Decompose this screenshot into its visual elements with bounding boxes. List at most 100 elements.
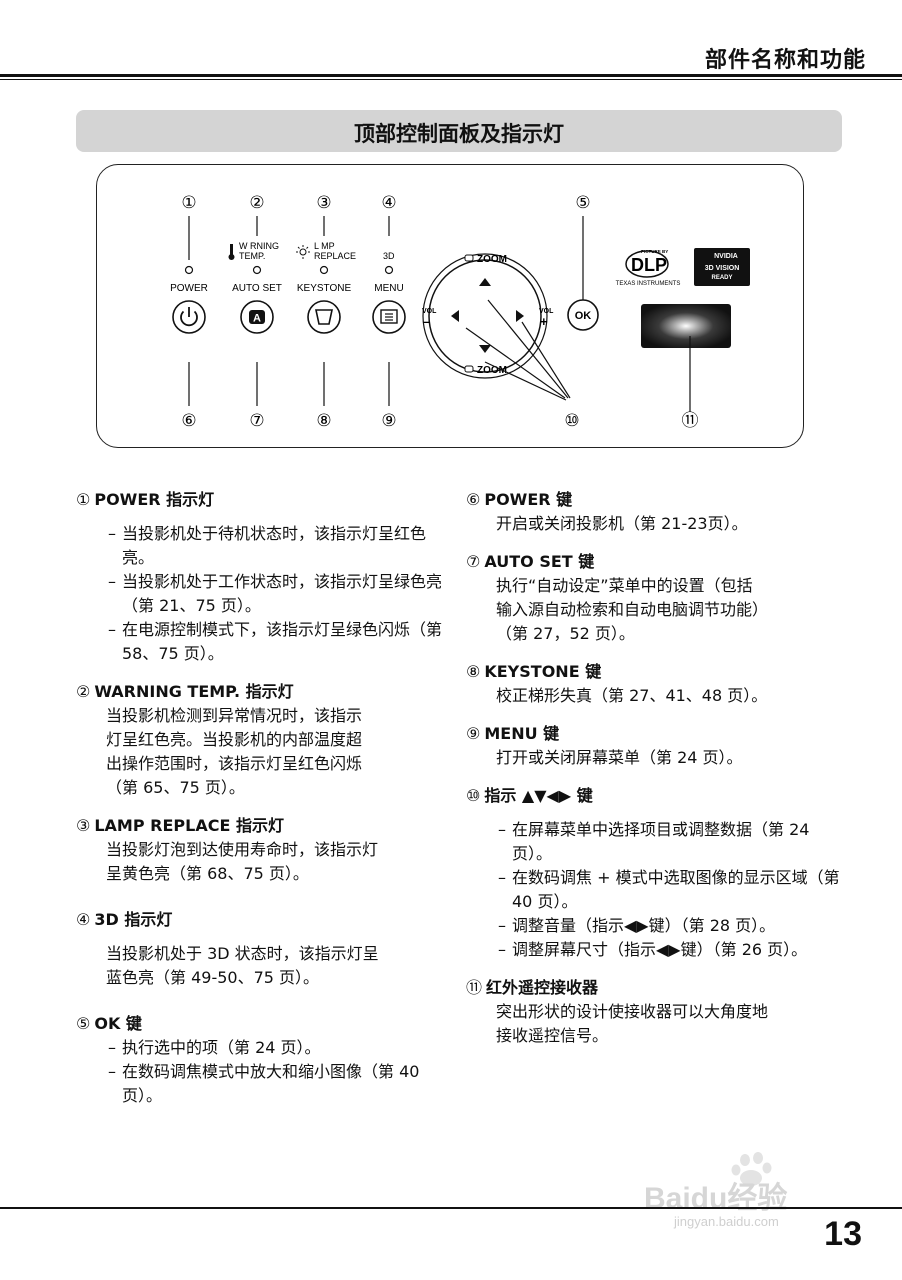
lamp-icon [296,245,310,259]
thermometer-icon [228,244,235,260]
item-line: 当投影机检测到异常情况时，该指示 [106,706,363,725]
callout-4: ④ [381,193,396,212]
item-line: 蓝色亮（第 49-50、75 页）。 [106,968,320,987]
menu-button-graphic [372,300,406,334]
control-panel-diagram: ① ② ③ ④ ⑤ W RNING TEMP. L MP REPLACE 3D … [170,193,750,430]
header-rule-thin [0,79,902,80]
item-title: POWER 指示灯 [94,490,215,509]
item-title: 3D 指示灯 [94,910,173,929]
watermark-brand: Baidu经验 [644,1181,787,1215]
item-number: ④ [76,910,91,929]
item-line: 当投影灯泡到达使用寿命时，该指示灯 [106,840,379,859]
direction-pad [422,253,548,379]
item-line: 校正梯形失真（第 27、41、48 页）。 [496,686,768,705]
lamp-indicator [319,265,329,275]
dlp-logo: PICTURE BY DLP TEXAS INSTRUMENTS [616,249,681,287]
ok-button-label: OK [575,310,592,322]
nvidia-line2: READY [711,275,732,281]
item-line: 呈黄色亮（第 68、75 页）。 [106,864,309,883]
header-rule [0,74,902,77]
item-line: 开启或关闭投影机（第 21-23页）。 [496,514,748,533]
page-section-header: 部件名称和功能 [704,48,866,73]
item-number: ⑩ [466,786,481,805]
callout-6: ⑥ [181,411,196,430]
keystone-button-graphic [307,300,341,334]
menu-button-label: MENU [374,283,403,294]
vol-plus-sign: + [540,314,548,329]
item-number: ⑧ [466,662,481,681]
warning-label-line1: W RNING [239,241,279,251]
item-title: WARNING TEMP. 指示灯 [94,682,294,701]
arrow-left-icon [451,310,459,322]
item-number: ⑪ [466,978,483,997]
section-banner: 顶部控制面板及指示灯 [76,110,842,152]
item-title: MENU 键 [484,724,560,743]
power-button-graphic [172,300,206,334]
item-number: ① [76,490,91,509]
item-line: （第 27，52 页）。 [496,624,635,643]
callout-10: ⑩ [564,411,579,430]
item-title: AUTO SET 键 [484,552,595,571]
autoset-button-graphic: A [240,300,274,334]
vol-plus-label: VOL [539,308,554,315]
item-title: KEYSTONE 键 [484,662,602,681]
ok-button-graphic: OK [567,299,599,331]
baidu-watermark: Baidu经验 jingyan.baidu.com [644,1152,787,1229]
keystone-button-label: KEYSTONE [297,283,352,294]
callout-3: ③ [316,193,331,212]
item-number: ② [76,682,91,701]
item-line: 灯呈红色亮。当投影机的内部温度超 [106,730,363,749]
bullet-line: –调整音量（指示◀▶键）（第 28 页）。 [498,916,776,935]
power-indicator [184,265,194,275]
callout-8: ⑧ [316,411,331,430]
power-icon [180,310,198,327]
control-panel-frame [96,164,804,448]
dlp-logo-text: DLP [631,255,667,275]
vol-minus-sign: – [423,314,430,329]
arrow-up-icon [479,278,491,286]
nvidia-3d-vision-logo: NVIDIA 3D VISION READY [694,248,750,286]
dlp-logo-sub: TEXAS INSTRUMENTS [616,281,681,287]
item-line: 打开或关闭屏幕菜单（第 24 页）。 [496,748,743,767]
item-title: 红外遥控接收器 [486,978,599,997]
nvidia-line1: 3D VISION [705,265,740,272]
zoom-up-icon [464,254,474,262]
item-title: 指示 ▲▼◀▶ 键 [484,786,593,805]
callout-11: ⑪ [682,411,699,430]
item-line: （第 65、75 页）。 [106,778,245,797]
item-number: ⑨ [466,724,481,743]
autoset-button-label: AUTO SET [232,283,282,294]
item-line: 执行“自动设定”菜单中的设置（包括 [496,576,753,595]
watermark-url: jingyan.baidu.com [673,1214,779,1229]
paw-icon [731,1152,772,1186]
callout-5: ⑤ [575,193,590,212]
3d-indicator [384,265,394,275]
warning-indicator [252,265,262,275]
callout-2: ② [249,193,264,212]
bullet-line: –在屏幕菜单中选择项目或调整数据（第 24 页）。 [498,820,810,863]
power-button-label: POWER [170,283,208,294]
bullet-line: –在电源控制模式下，该指示灯呈绿色闪烁（第 58、75 页）。 [108,620,443,663]
item-line: 接收遥控信号。 [496,1026,609,1045]
zoom-down-icon [464,365,474,373]
section-title: 顶部控制面板及指示灯 [354,122,564,146]
item-line: 输入源自动检索和自动电脑调节功能） [496,600,769,619]
